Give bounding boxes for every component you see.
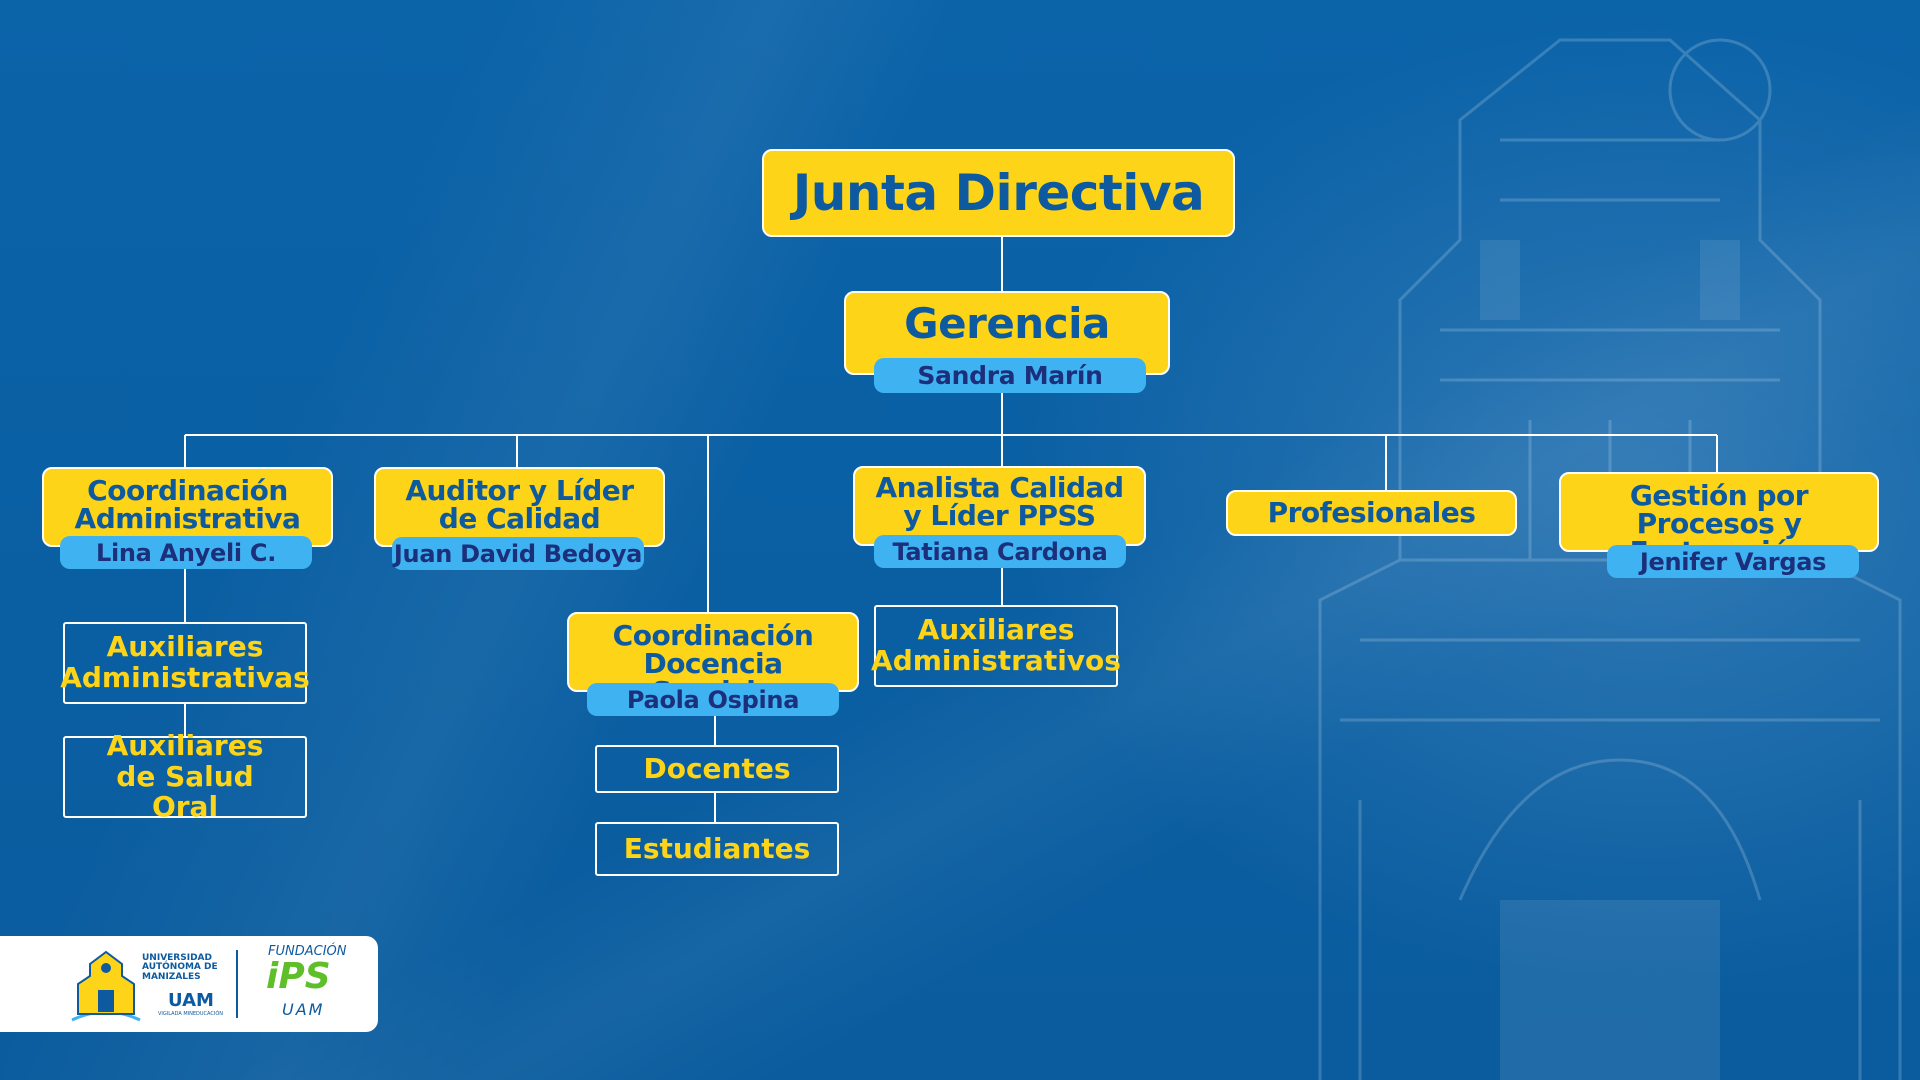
profesionales-title: Profesionales <box>1267 496 1476 529</box>
coord-docencia-box: Coordinación Docencia Servicio <box>567 612 859 706</box>
aux-admin-f-box: Auxiliares Administrativas <box>60 622 310 704</box>
gerencia-person-badge: Sandra Marín <box>874 358 1146 393</box>
ips-uam-label: UAM <box>282 1000 325 1019</box>
coord-admin-title: Coordinación Administrativa <box>74 474 301 535</box>
uam-short: UAM <box>168 990 214 1011</box>
docentes-label: Docentes <box>643 751 791 785</box>
aux-admin-m-box: Auxiliares Administrativos <box>871 605 1121 687</box>
profesionales-box: Profesionales <box>1226 490 1517 536</box>
analista-person-badge: Tatiana Cardona <box>874 535 1126 568</box>
analista-title: Analista Calidad y Líder PPSS <box>875 471 1124 532</box>
gestion-title: Gestión por Procesos y Facturación <box>1629 479 1809 566</box>
junta-directiva-title: Junta Directiva <box>792 164 1205 222</box>
aux-admin-m-label: Auxiliares Administrativos <box>871 613 1121 677</box>
gestion-box: Gestión por Procesos y Facturación <box>1559 472 1879 566</box>
junta-directiva-box: Junta Directiva <box>762 149 1235 237</box>
auditor-person: Juan David Bedoya <box>393 539 643 568</box>
estudiantes-label: Estudiantes <box>623 831 811 865</box>
estudiantes-box: Estudiantes <box>595 822 839 876</box>
auditor-title: Auditor y Líder de Calidad <box>405 474 634 535</box>
coord-admin-person-badge: Lina Anyeli C. <box>60 536 312 569</box>
gestion-person-badge: Jenifer Vargas <box>1607 545 1859 578</box>
uam-building-logo <box>71 950 141 1022</box>
analista-box: Analista Calidad y Líder PPSS <box>853 466 1146 546</box>
coord-docencia-person: Paola Ospina <box>626 685 800 714</box>
gerencia-person: Sandra Marín <box>917 361 1103 390</box>
uam-name: UNIVERSIDAD AUTÓNOMA DE MANIZALES <box>142 953 218 982</box>
aux-salud-label: Auxiliares de Salud Oral <box>106 728 264 824</box>
docentes-box: Docentes <box>595 745 839 793</box>
coord-docencia-person-badge: Paola Ospina <box>587 683 839 716</box>
gestion-person: Jenifer Vargas <box>1639 547 1827 576</box>
uam-tag: VIGILADA MINEDUCACIÓN <box>158 1011 223 1017</box>
auditor-person-badge: Juan David Bedoya <box>392 537 644 570</box>
logo-divider <box>236 950 238 1018</box>
fundacion-label: FUNDACIÓN <box>268 944 347 959</box>
coord-admin-person: Lina Anyeli C. <box>95 538 277 567</box>
logo-card: UNIVERSIDAD AUTÓNOMA DE MANIZALES UAM VI… <box>0 936 378 1032</box>
building-illustration <box>1318 38 1902 1080</box>
analista-person: Tatiana Cardona <box>892 537 1108 566</box>
coord-admin-box: Coordinación Administrativa <box>42 467 333 547</box>
aux-salud-box: Auxiliares de Salud Oral <box>63 730 307 822</box>
aux-admin-f-label: Auxiliares Administrativas <box>60 630 310 694</box>
ips-label: iPS <box>266 956 331 997</box>
gerencia-title: Gerencia <box>904 299 1110 348</box>
auditor-box: Auditor y Líder de Calidad <box>374 467 665 547</box>
